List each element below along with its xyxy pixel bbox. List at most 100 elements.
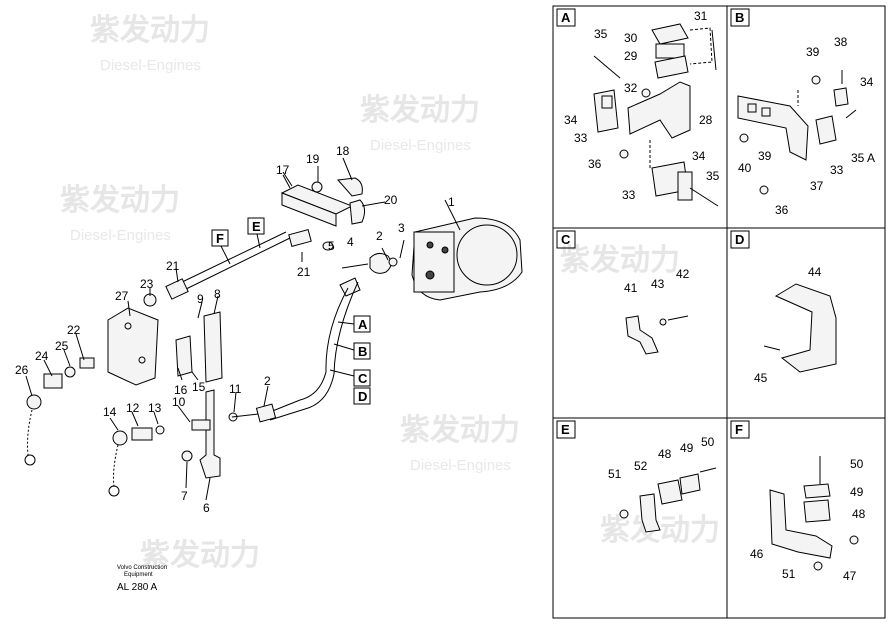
panel-c-41: 41 <box>624 281 638 295</box>
watermark-sub: Diesel-Engines <box>370 137 471 154</box>
panel-b-box <box>730 8 750 27</box>
pump-1 <box>411 199 523 301</box>
flange-4 <box>369 252 392 274</box>
panel-a-28: 28 <box>699 113 713 127</box>
callout-16: 16 <box>174 383 188 397</box>
callout-10: 10 <box>172 395 186 409</box>
tag-c-box <box>353 369 371 387</box>
cap-26 <box>26 394 42 410</box>
callout-23: 23 <box>140 277 154 291</box>
callout-3: 3 <box>398 221 405 235</box>
panel-a-33: 33 <box>622 188 636 202</box>
watermark-layer: 紫发动力 Diesel-Engines 紫发动力 Diesel-Engines … <box>60 13 720 573</box>
fitting-10 <box>191 419 211 431</box>
callout-7: 7 <box>181 489 188 503</box>
tag-e-box <box>247 217 265 235</box>
detail-panels: A B C D E F <box>552 5 886 619</box>
panel-f-drawing: 50 49 48 46 51 47 <box>750 456 866 583</box>
tag-b: B <box>358 344 367 359</box>
panel-a-33: 33 <box>574 131 588 145</box>
washer-25 <box>64 366 76 378</box>
panel-e-52: 52 <box>634 459 648 473</box>
callout-21: 21 <box>166 259 180 273</box>
panel-c-letter: C <box>561 232 571 247</box>
panel-d-45: 45 <box>754 371 768 385</box>
callout-22: 22 <box>67 323 81 337</box>
callout-26: 26 <box>15 363 29 377</box>
hose-e-f <box>143 229 334 307</box>
panel-a-35: 35 <box>706 169 720 183</box>
nut-7 <box>181 450 193 462</box>
panel-d-box <box>730 230 750 249</box>
tag-d-box <box>353 387 371 405</box>
panel-c-drawing: 41 43 42 <box>624 267 690 355</box>
callout-18: 18 <box>336 144 350 158</box>
maker-line-2: Equipment <box>124 572 153 578</box>
panel-a-35: 35 <box>594 27 608 41</box>
tag-b-box <box>353 342 371 360</box>
callout-5: 5 <box>328 239 335 253</box>
panel-a-box <box>556 8 576 27</box>
panel-b-letter: B <box>735 10 744 25</box>
panel-b-33: 33 <box>830 163 844 177</box>
watermark-brand: 紫发动力 <box>400 413 520 448</box>
tag-f-box <box>211 229 229 247</box>
panel-a-32: 32 <box>624 81 638 95</box>
elbow-18 <box>336 177 363 197</box>
callout-21: 21 <box>297 265 311 279</box>
watermark-brand: 紫发动力 <box>60 183 180 218</box>
panel-b-36: 36 <box>775 203 789 217</box>
elbow-20 <box>349 199 366 225</box>
watermark-brand: 紫发动力 <box>360 93 480 128</box>
panel-b-39: 39 <box>806 45 820 59</box>
panel-c-43: 43 <box>651 277 665 291</box>
callout-2: 2 <box>264 374 271 388</box>
callout-6: 6 <box>203 501 210 515</box>
panel-a-30: 30 <box>624 31 638 45</box>
panel-b-35a: 35 A <box>851 151 875 165</box>
panel-e-51: 51 <box>608 467 622 481</box>
callout-27: 27 <box>115 289 129 303</box>
block-17 <box>280 171 354 227</box>
callout-8: 8 <box>214 287 221 301</box>
callout-4: 4 <box>347 235 354 249</box>
panel-f-letter: F <box>735 422 743 437</box>
panel-b-37: 37 <box>810 179 824 193</box>
panel-f-box <box>730 420 750 439</box>
bracket-6 <box>199 389 221 479</box>
panel-a-letter: A <box>561 10 571 25</box>
callout-20: 20 <box>384 193 398 207</box>
panel-e-box <box>556 420 576 439</box>
watermark-sub: Diesel-Engines <box>100 57 201 74</box>
panel-f-46: 46 <box>750 547 764 561</box>
drawing-code: AL 280 A <box>117 582 158 593</box>
seal-3 <box>388 257 398 267</box>
panel-a-drawing: 31 30 29 35 32 34 28 33 36 34 35 33 <box>564 9 720 207</box>
panel-d-drawing: 44 45 <box>754 265 837 385</box>
tag-f: F <box>216 231 224 246</box>
panel-f-50: 50 <box>850 457 864 471</box>
main-callouts: 1 2 2 3 4 5 6 7 8 9 10 11 12 13 14 15 16… <box>15 144 455 515</box>
fitting-12 <box>131 427 153 441</box>
callout-19: 19 <box>306 152 320 166</box>
panel-c-42: 42 <box>676 267 690 281</box>
panel-a-34: 34 <box>564 113 578 127</box>
panel-a-29: 29 <box>624 49 638 63</box>
washer-13 <box>155 425 165 435</box>
hose-a-d <box>255 277 361 423</box>
callout-11: 11 <box>229 382 242 396</box>
tag-e: E <box>252 219 261 234</box>
callout-12: 12 <box>126 401 140 415</box>
panel-b-drawing: 39 38 34 40 39 37 33 35 A 36 <box>737 35 875 217</box>
callout-17: 17 <box>276 163 290 177</box>
panel-f-49: 49 <box>850 485 864 499</box>
tag-a: A <box>358 317 368 332</box>
panel-e-letter: E <box>561 422 570 437</box>
panel-e-50: 50 <box>701 435 715 449</box>
panel-f-47: 47 <box>843 569 857 583</box>
panel-frame <box>552 5 886 619</box>
washer-19 <box>311 181 323 193</box>
fitting-22 <box>79 357 95 369</box>
panel-b-38: 38 <box>834 35 848 49</box>
